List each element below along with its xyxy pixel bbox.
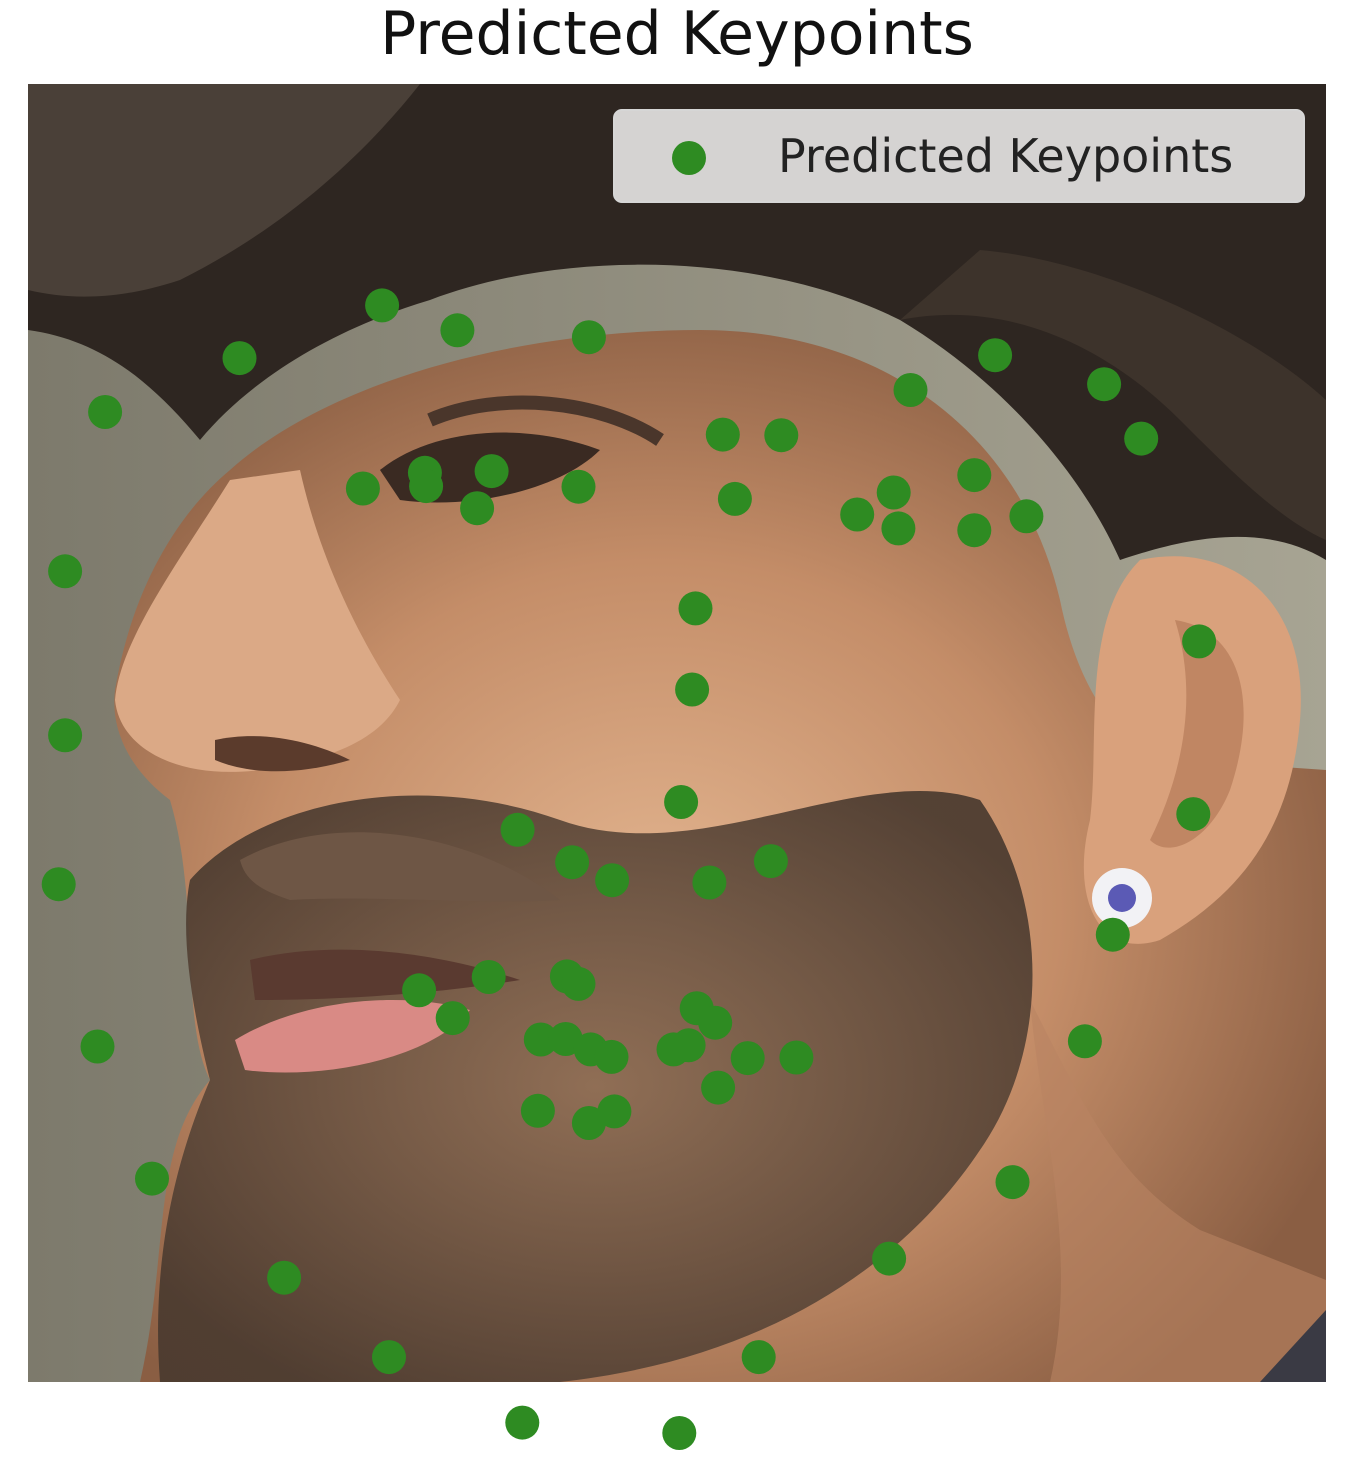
keypoint-50 (471, 960, 506, 994)
keypoint-49 (402, 973, 437, 1008)
keypoint-45 (555, 845, 590, 880)
keypoint-13 (1067, 1024, 1102, 1059)
keypoint-43 (664, 785, 699, 819)
keypoint-31 (474, 454, 509, 489)
keypoint-27 (764, 418, 799, 453)
keypoint-20 (440, 313, 475, 348)
keypoint-19 (365, 288, 400, 323)
keypoint-8 (505, 1405, 540, 1440)
keypoint-16 (1182, 624, 1217, 659)
keypoint-9 (662, 1416, 697, 1450)
keypoint-42 (675, 672, 710, 707)
legend-box (613, 109, 1305, 203)
keypoint-11 (872, 1241, 907, 1276)
keypoint-52 (561, 966, 596, 1001)
keypoint-46 (595, 863, 630, 898)
keypoint-48 (753, 844, 788, 879)
keypoint-36 (876, 475, 911, 510)
keypoint-47 (692, 865, 727, 900)
keypoint-32 (561, 469, 596, 504)
legend: Predicted Keypoints (613, 109, 1305, 203)
keypoint-40 (957, 513, 992, 548)
keypoint-25 (1124, 421, 1159, 456)
keypoint-5 (135, 1161, 169, 1196)
legend-label: Predicted Keypoints (778, 129, 1233, 183)
keypoint-17 (88, 395, 123, 429)
keypoint-59 (671, 1028, 706, 1063)
keypoint-30 (409, 469, 444, 504)
keypoint-6 (267, 1260, 302, 1295)
keypoint-7 (372, 1340, 406, 1375)
keypoint-41 (678, 591, 713, 626)
keypoint-12 (995, 1165, 1030, 1200)
keypoint-4 (80, 1029, 115, 1064)
keypoint-14 (1095, 917, 1130, 952)
keypoint-34 (717, 481, 752, 516)
keypoint-35 (840, 497, 875, 532)
keypoint-39 (881, 511, 916, 546)
keypoint-37 (957, 458, 992, 493)
keypoint-21 (571, 320, 606, 355)
keypoint-28 (345, 471, 380, 506)
legend-marker (672, 141, 706, 175)
keypoint-15 (1176, 797, 1211, 832)
keypoint-24 (1087, 367, 1122, 402)
keypoint-64 (701, 1070, 736, 1105)
keypoint-3 (41, 867, 76, 902)
keypoint-67 (571, 1106, 606, 1140)
keypoint-53 (435, 1001, 470, 1036)
face-photo (28, 84, 1326, 1382)
keypoint-2 (48, 718, 83, 753)
keypoint-44 (500, 812, 535, 847)
keypoint-22 (893, 373, 928, 407)
keypoint-54 (523, 1022, 558, 1057)
keypoint-66 (597, 1094, 632, 1129)
keypoint-23 (978, 338, 1013, 373)
keypoint-10 (741, 1340, 776, 1375)
keypoint-60 (730, 1041, 765, 1076)
chart-title: Predicted Keypoints (380, 0, 974, 69)
keypoint-65 (520, 1093, 555, 1128)
keypoint-18 (222, 341, 257, 376)
keypoint-1 (48, 554, 83, 589)
keypoint-markers (41, 288, 1217, 1450)
keypoint-38 (1009, 499, 1044, 534)
keypoint-63 (698, 1005, 733, 1040)
keypoint-33 (460, 491, 495, 526)
keypoint-61 (779, 1040, 814, 1075)
keypoint-57 (594, 1039, 629, 1074)
keypoint-26 (705, 417, 740, 452)
